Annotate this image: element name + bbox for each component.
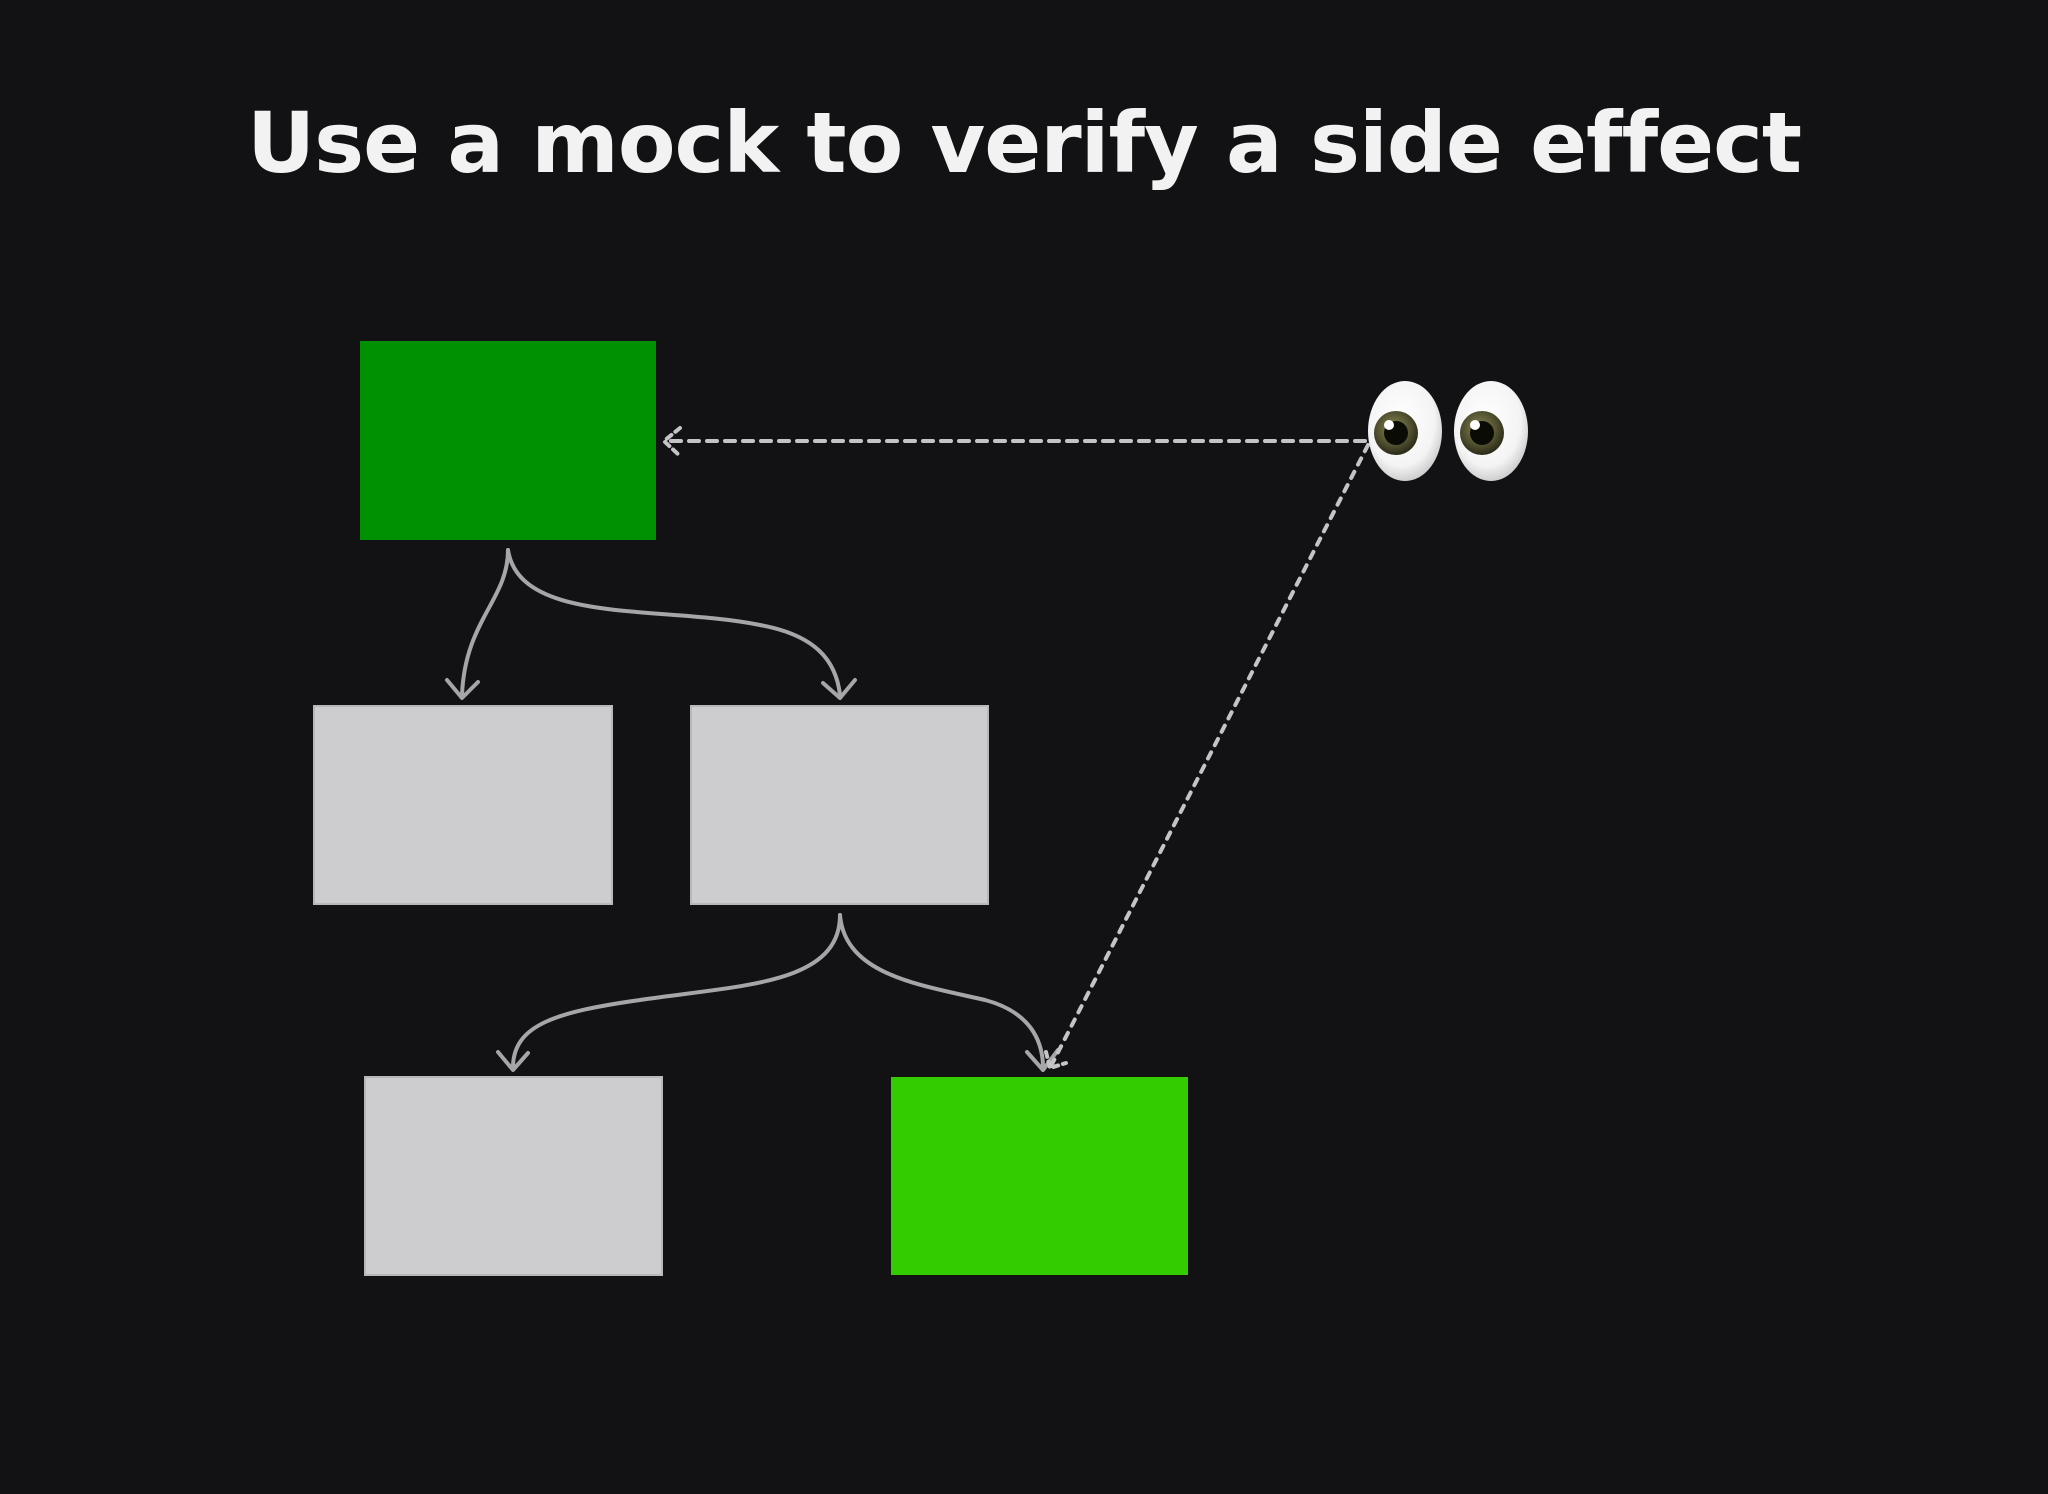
- right-eye-glint: [1470, 420, 1480, 430]
- edge-child-right-to-grandchild-right: [838, 913, 1045, 1067]
- observer-arrowhead-root: [660, 426, 682, 458]
- box-child-left: [313, 705, 613, 905]
- tree-connectors: [445, 548, 1060, 1072]
- box-grandchild-left: [364, 1076, 663, 1276]
- box-child-right: [690, 705, 989, 905]
- box-grandchild-right: [891, 1077, 1188, 1275]
- observer-arrowhead-target: [1044, 1050, 1068, 1071]
- left-eye-glint: [1384, 420, 1394, 430]
- slide-title: Use a mock to verify a side effect: [246, 94, 1802, 192]
- eyes-icon: [1368, 381, 1528, 481]
- arrowhead-grandchild-right: [1025, 1048, 1060, 1072]
- arrowhead-grandchild-left: [496, 1050, 530, 1072]
- arrowhead-child-right: [821, 678, 857, 700]
- observer-lines: [660, 426, 1370, 1071]
- box-root: [360, 341, 656, 540]
- edge-root-to-child-left: [460, 548, 510, 697]
- edge-child-right-to-grandchild-left: [511, 913, 842, 1067]
- edge-root-to-child-right: [506, 548, 842, 697]
- arrowhead-child-left: [445, 678, 480, 700]
- observer-line-to-target: [1048, 443, 1370, 1070]
